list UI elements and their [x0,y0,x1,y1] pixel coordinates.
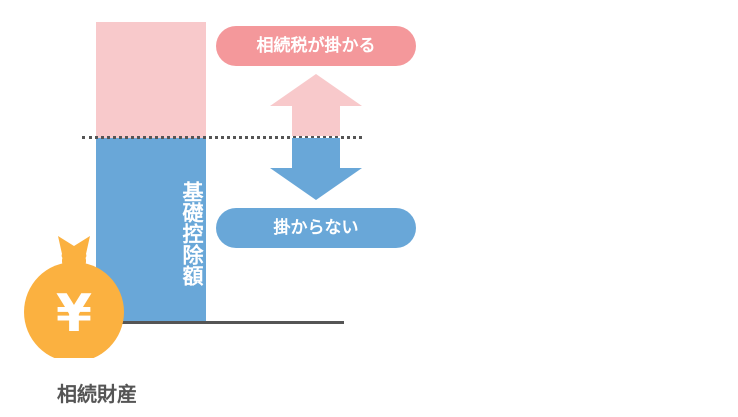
down-arrow-icon [270,138,362,200]
non-taxable-pill: 掛からない [216,208,416,248]
baseline [96,321,344,324]
taxable-pill: 相続税が掛かる [216,26,416,66]
up-down-arrow-icon [270,74,362,200]
yen-symbol: ¥ [56,284,92,344]
inherited-assets-label: 相続財産 [57,382,137,406]
money-bag-icon: ¥ [24,236,124,358]
threshold-dotted-line [82,136,362,139]
basic-deduction-label: 基礎控除額 [180,180,204,286]
up-arrow-icon [270,74,362,136]
taxable-portion-bar [96,22,206,138]
